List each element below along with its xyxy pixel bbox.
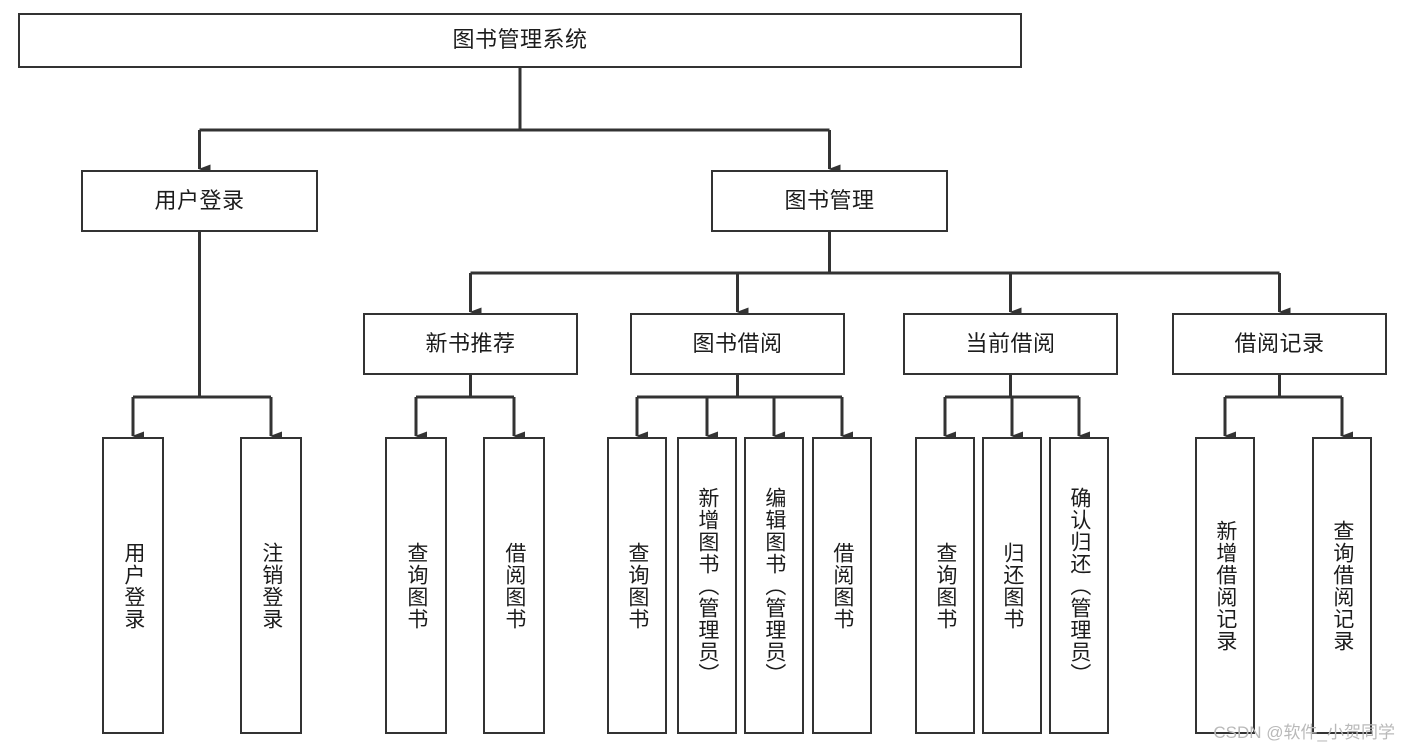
node-borrow-record-label: 借阅记录 xyxy=(1234,330,1325,356)
node-book-manage-label: 图书管理 xyxy=(784,187,875,213)
node-leaf-query-book-borrow[interactable]: 查询图书 xyxy=(607,437,667,734)
node-leaf-logout[interactable]: 注销登录 xyxy=(240,437,302,734)
node-new-book-recommend-label: 新书推荐 xyxy=(425,330,516,356)
node-leaf-query-book-current-label: 查询图书 xyxy=(933,541,957,630)
node-leaf-user-login-label: 用户登录 xyxy=(121,541,145,630)
node-root-label: 图书管理系统 xyxy=(452,27,588,53)
node-leaf-query-book-recommend[interactable]: 查询图书 xyxy=(385,437,447,734)
node-new-book-recommend[interactable]: 新书推荐 xyxy=(363,313,578,375)
node-leaf-query-book-borrow-label: 查询图书 xyxy=(625,541,649,630)
node-leaf-borrow-book-recommend-label: 借阅图书 xyxy=(502,541,526,630)
node-leaf-add-book-label: 新增图书（管理员） xyxy=(695,486,719,685)
node-current-borrow-label: 当前借阅 xyxy=(965,330,1056,356)
node-current-borrow[interactable]: 当前借阅 xyxy=(903,313,1118,375)
node-borrow-record[interactable]: 借阅记录 xyxy=(1172,313,1387,375)
node-leaf-query-borrow-record-label: 查询借阅记录 xyxy=(1330,519,1354,652)
node-user-login[interactable]: 用户登录 xyxy=(81,170,318,232)
node-leaf-return-book[interactable]: 归还图书 xyxy=(982,437,1042,734)
node-book-manage[interactable]: 图书管理 xyxy=(711,170,948,232)
node-leaf-return-book-label: 归还图书 xyxy=(1000,541,1024,630)
node-leaf-add-book[interactable]: 新增图书（管理员） xyxy=(677,437,737,734)
node-leaf-logout-label: 注销登录 xyxy=(259,541,283,630)
node-leaf-add-borrow-record-label: 新增借阅记录 xyxy=(1213,519,1237,652)
node-leaf-borrow-book-label: 借阅图书 xyxy=(830,541,854,630)
edge-group xyxy=(131,68,1353,441)
node-root[interactable]: 图书管理系统 xyxy=(18,13,1022,68)
node-leaf-borrow-book-recommend[interactable]: 借阅图书 xyxy=(483,437,545,734)
node-user-login-label: 用户登录 xyxy=(154,187,245,213)
node-book-borrow[interactable]: 图书借阅 xyxy=(630,313,845,375)
node-leaf-query-book-current[interactable]: 查询图书 xyxy=(915,437,975,734)
node-leaf-borrow-book[interactable]: 借阅图书 xyxy=(812,437,872,734)
node-leaf-add-borrow-record[interactable]: 新增借阅记录 xyxy=(1195,437,1255,734)
node-leaf-edit-book[interactable]: 编辑图书（管理员） xyxy=(744,437,804,734)
node-leaf-query-book-recommend-label: 查询图书 xyxy=(404,541,428,630)
node-leaf-user-login[interactable]: 用户登录 xyxy=(102,437,164,734)
node-leaf-confirm-return-label: 确认归还（管理员） xyxy=(1067,486,1091,685)
node-leaf-edit-book-label: 编辑图书（管理员） xyxy=(762,486,786,685)
node-leaf-query-borrow-record[interactable]: 查询借阅记录 xyxy=(1312,437,1372,734)
node-book-borrow-label: 图书借阅 xyxy=(692,330,783,356)
node-leaf-confirm-return[interactable]: 确认归还（管理员） xyxy=(1049,437,1109,734)
